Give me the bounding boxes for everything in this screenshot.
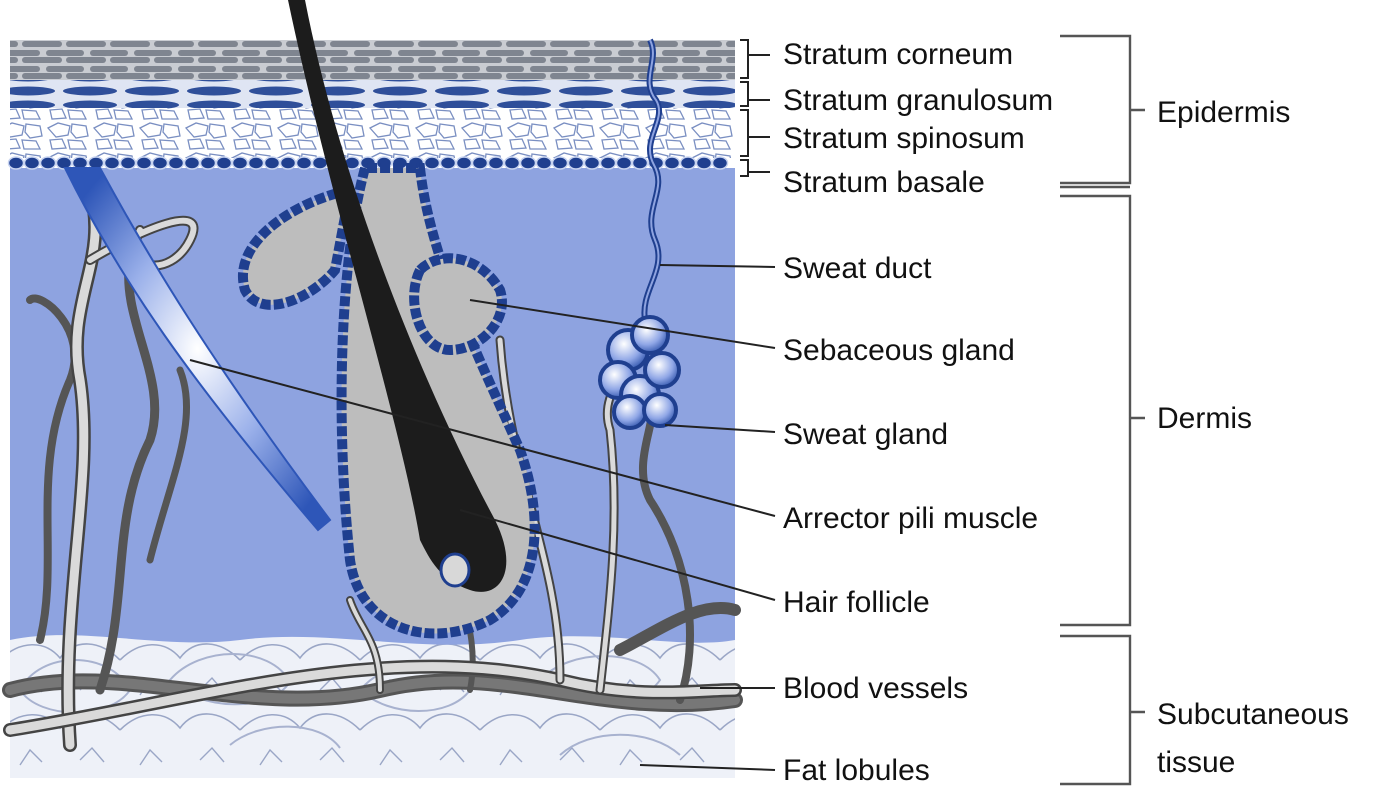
- basale-cell: [9, 157, 24, 169]
- basale-cell: [489, 157, 504, 169]
- basale-cell: [313, 157, 328, 169]
- basale-cell: [105, 157, 120, 169]
- label-sweat-gland: Sweat gland: [783, 418, 948, 451]
- stratum-spinosum-layer: [10, 108, 735, 158]
- basale-cell: [25, 157, 40, 169]
- region-labels: Epidermis Dermis Subcutaneous tissue: [1157, 96, 1349, 779]
- label-subcutaneous: Subcutaneous: [1157, 698, 1349, 731]
- basale-cell: [441, 157, 456, 169]
- basale-cell: [121, 157, 136, 169]
- label-sweat-duct: Sweat duct: [783, 252, 932, 285]
- dermis-bracket: [1060, 196, 1145, 625]
- label-stratum-granulosum: Stratum granulosum: [783, 84, 1053, 117]
- basale-cell: [217, 157, 232, 169]
- basale-cell: [697, 157, 712, 169]
- basale-cell: [185, 157, 200, 169]
- basale-cell: [617, 157, 632, 169]
- basale-cell: [233, 157, 248, 169]
- basale-cell: [553, 157, 568, 169]
- label-hair-follicle: Hair follicle: [783, 586, 930, 619]
- label-stratum-basale: Stratum basale: [783, 166, 985, 199]
- basale-cell: [137, 157, 152, 169]
- basale-cell: [425, 157, 440, 169]
- basale-cell: [665, 157, 680, 169]
- skin-block: [9, 0, 736, 778]
- subcutaneous-bracket: [1060, 636, 1145, 784]
- layer-labels: Stratum corneum Stratum granulosum Strat…: [783, 38, 1053, 199]
- basale-cell: [281, 157, 296, 169]
- label-subcutaneous-tissue: tissue: [1157, 746, 1235, 779]
- basale-cell: [153, 157, 168, 169]
- basale-cell: [201, 157, 216, 169]
- label-arrector-pili-muscle: Arrector pili muscle: [783, 502, 1038, 535]
- hair-papilla: [441, 554, 469, 586]
- basale-cell: [601, 157, 616, 169]
- label-sebaceous-gland: Sebaceous gland: [783, 334, 1015, 367]
- basale-cell: [297, 157, 312, 169]
- basale-cell: [585, 157, 600, 169]
- region-brackets: [1060, 36, 1145, 784]
- basale-cell: [457, 157, 472, 169]
- layer-leader-lines: [740, 40, 770, 176]
- basale-cell: [265, 157, 280, 169]
- basale-cell: [473, 157, 488, 169]
- basale-cell: [713, 157, 728, 169]
- basale-cell: [169, 157, 184, 169]
- label-epidermis: Epidermis: [1157, 96, 1290, 129]
- label-stratum-corneum: Stratum corneum: [783, 38, 1013, 71]
- basale-cell: [505, 157, 520, 169]
- basale-cell: [633, 157, 648, 169]
- label-dermis: Dermis: [1157, 402, 1252, 435]
- label-blood-vessels: Blood vessels: [783, 672, 968, 705]
- basale-cell: [681, 157, 696, 169]
- label-stratum-spinosum: Stratum spinosum: [783, 122, 1025, 155]
- basale-cell: [41, 157, 56, 169]
- basale-cell: [249, 157, 264, 169]
- sebaceous-gland-shape-right: [414, 258, 502, 350]
- basale-cell: [521, 157, 536, 169]
- structure-labels: Sweat duct Sebaceous gland Sweat gland A…: [783, 252, 1038, 787]
- stratum-granulosum-layer: [10, 80, 735, 108]
- basale-cell: [569, 157, 584, 169]
- basale-cell: [537, 157, 552, 169]
- epidermis-bracket: [1060, 36, 1145, 183]
- stratum-corneum-layer: [10, 40, 735, 80]
- label-fat-lobules: Fat lobules: [783, 754, 930, 787]
